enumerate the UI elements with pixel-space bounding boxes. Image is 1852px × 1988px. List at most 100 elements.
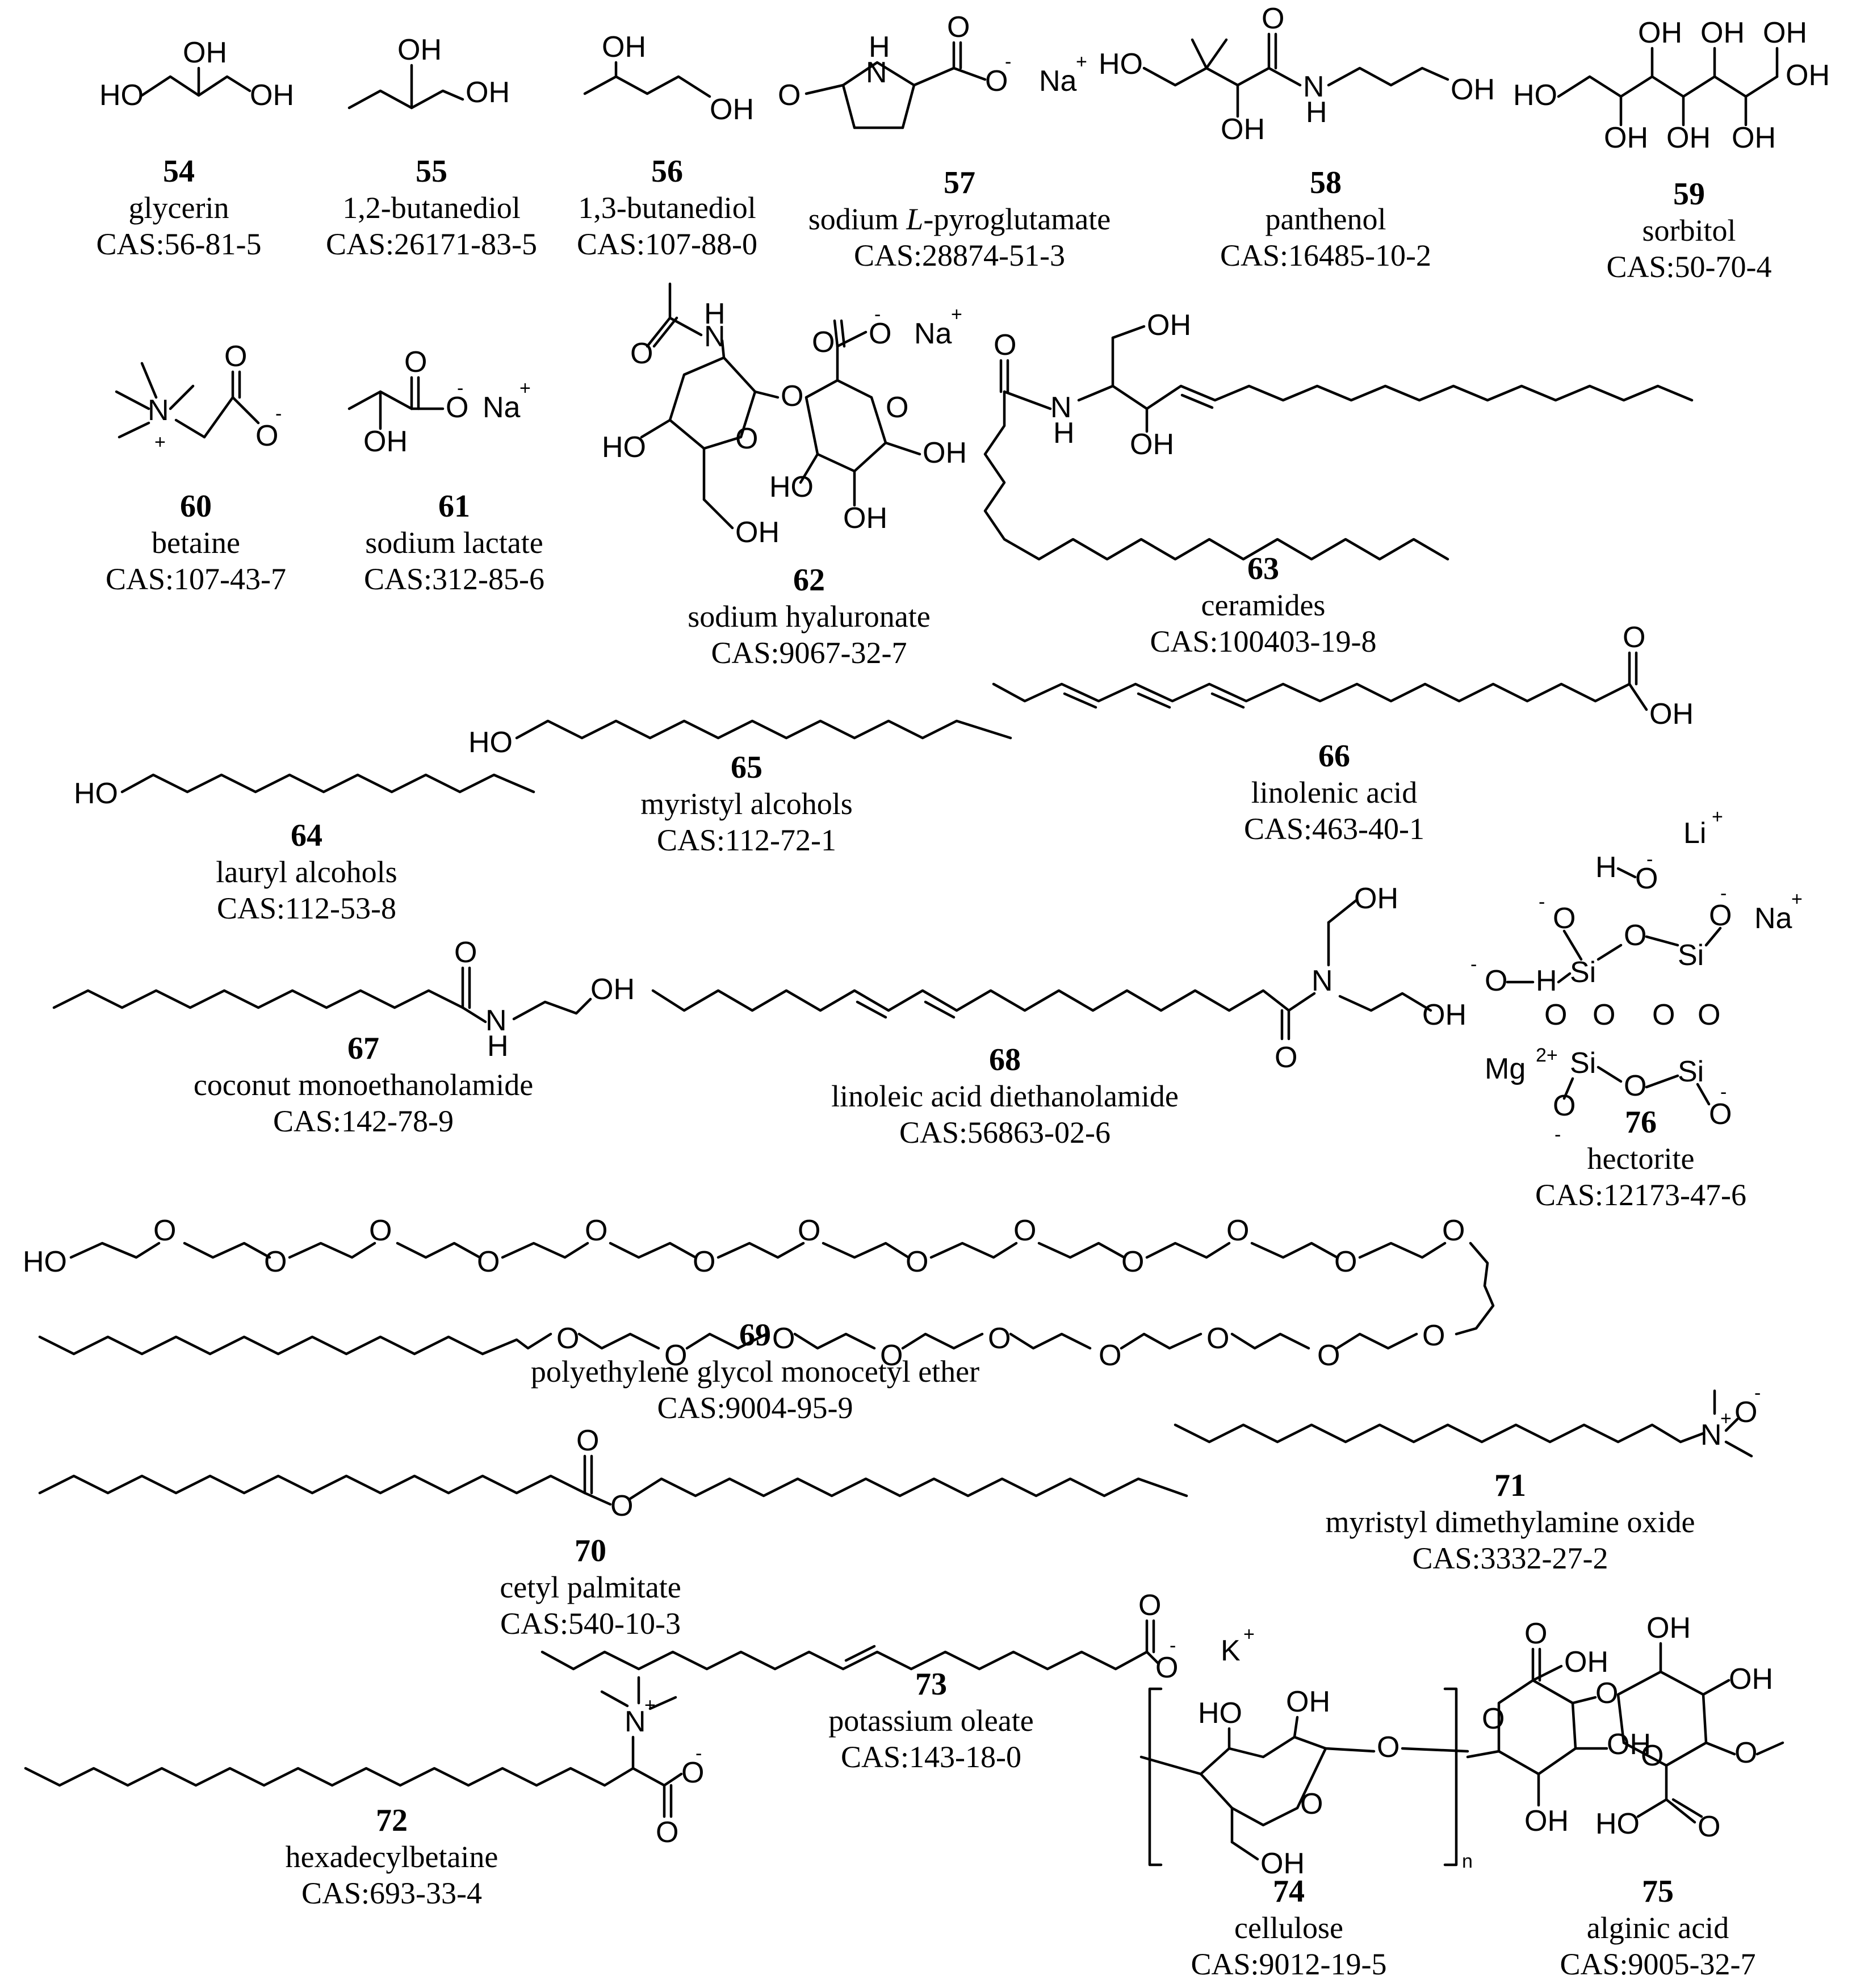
compound-cas: CAS:56863-02-6 bbox=[899, 1115, 1111, 1150]
svg-text:OH: OH bbox=[363, 425, 408, 458]
svg-text:O: O bbox=[988, 1322, 1011, 1355]
compound-cas: CAS:50-70-4 bbox=[1606, 250, 1772, 284]
svg-text:OH: OH bbox=[1451, 73, 1495, 106]
structure-59: HO OH OH OH OH OH OH OH bbox=[1513, 16, 1830, 154]
structure-76: H O - Li + - O Si O Si O - Na + - O H O … bbox=[1470, 806, 1803, 1146]
svg-text:OH: OH bbox=[1700, 16, 1745, 49]
svg-text:HO: HO bbox=[1513, 79, 1557, 112]
svg-text:O: O bbox=[1734, 1737, 1757, 1769]
compound-57: 57 sodium L-pyroglutamate CAS:28874-51-3 bbox=[808, 165, 1111, 274]
svg-text:OH: OH bbox=[466, 76, 510, 109]
svg-text:Si: Si bbox=[1570, 956, 1596, 989]
svg-text:OH: OH bbox=[1564, 1646, 1608, 1679]
svg-text:H: H bbox=[704, 297, 726, 330]
compound-name: alginic acid bbox=[1586, 1911, 1729, 1945]
svg-text:O: O bbox=[985, 65, 1008, 98]
compound-cas: CAS:107-43-7 bbox=[105, 562, 287, 596]
svg-text:OH: OH bbox=[1732, 121, 1776, 154]
svg-text:+: + bbox=[644, 1695, 656, 1716]
compound-number: 62 bbox=[793, 563, 825, 598]
compound-number: 75 bbox=[1641, 1874, 1674, 1909]
svg-text:O: O bbox=[906, 1245, 928, 1278]
compound-name: polyethylene glycol monocetyl ether bbox=[530, 1354, 980, 1389]
compound-name: linolenic acid bbox=[1251, 775, 1418, 810]
compound-74: 74 cellulose CAS:9012-19-5 bbox=[1191, 1873, 1386, 1982]
svg-text:O: O bbox=[1155, 1651, 1178, 1684]
compound-58: 58 panthenol CAS:16485-10-2 bbox=[1220, 165, 1431, 274]
structure-64: HO bbox=[74, 773, 535, 810]
svg-text:O: O bbox=[1623, 621, 1645, 654]
structure-67: O N H OH bbox=[52, 936, 635, 1063]
svg-text:O: O bbox=[778, 79, 801, 112]
structure-70: O O bbox=[38, 1424, 1188, 1523]
svg-text:O: O bbox=[1593, 999, 1615, 1031]
compound-68: 68 linoleic acid diethanolamide CAS:5686… bbox=[831, 1042, 1179, 1151]
svg-text:Na: Na bbox=[914, 317, 952, 350]
svg-text:N: N bbox=[866, 56, 887, 89]
svg-text:N: N bbox=[625, 1705, 646, 1738]
svg-text:O: O bbox=[1709, 1098, 1732, 1131]
svg-text:+: + bbox=[1712, 806, 1723, 828]
svg-text:-: - bbox=[1754, 1382, 1761, 1404]
compound-cas: CAS:9067-32-7 bbox=[711, 636, 907, 670]
compound-64: 64 lauryl alcohols CAS:112-53-8 bbox=[216, 817, 397, 926]
svg-text:+: + bbox=[1243, 1624, 1255, 1645]
svg-text:H: H bbox=[487, 1030, 509, 1063]
compound-name: myristyl alcohols bbox=[640, 787, 853, 821]
compound-60: 60 betaine CAS:107-43-7 bbox=[106, 488, 286, 597]
svg-text:O: O bbox=[1698, 1810, 1720, 1843]
compound-number: 69 bbox=[739, 1318, 771, 1353]
svg-text:-: - bbox=[1554, 1124, 1561, 1146]
compound-name: hexadecylbetaine bbox=[285, 1840, 498, 1874]
compound-name: coconut monoethanolamide bbox=[193, 1068, 534, 1102]
svg-text:H: H bbox=[1306, 96, 1327, 129]
svg-text:HO: HO bbox=[99, 79, 144, 112]
svg-text:O: O bbox=[1334, 1245, 1357, 1278]
svg-text:OH: OH bbox=[590, 973, 635, 1006]
svg-text:OH: OH bbox=[843, 502, 887, 535]
svg-text:K: K bbox=[1221, 1634, 1241, 1667]
compound-name: sodium hyaluronate bbox=[688, 599, 931, 634]
svg-text:O: O bbox=[369, 1214, 392, 1247]
compound-name: potassium oleate bbox=[828, 1704, 1034, 1738]
compound-cas: CAS:56-81-5 bbox=[96, 227, 262, 261]
compound-54: 54 glycerin CAS:56-81-5 bbox=[96, 153, 261, 262]
svg-text:HO: HO bbox=[602, 431, 646, 464]
svg-text:OH: OH bbox=[1286, 1685, 1330, 1718]
structure-73: O O - K + bbox=[540, 1589, 1255, 1684]
svg-text:O: O bbox=[585, 1214, 607, 1247]
structure-62: O N H HO OH O O O O O - Na + HO bbox=[602, 282, 967, 549]
compound-cas: CAS:540-10-3 bbox=[500, 1607, 681, 1641]
compound-63: 63 ceramides CAS:100403-19-8 bbox=[1150, 551, 1376, 660]
svg-text:O: O bbox=[1544, 999, 1567, 1031]
compound-cas: CAS:142-78-9 bbox=[273, 1104, 454, 1138]
compound-name: 1,2-butanediol bbox=[342, 191, 521, 225]
structure-66: O OH bbox=[992, 621, 1694, 731]
svg-text:OH: OH bbox=[735, 516, 780, 549]
structure-55: OH OH bbox=[347, 33, 510, 110]
compound-number: 66 bbox=[1318, 739, 1350, 774]
svg-text:OH: OH bbox=[923, 437, 967, 469]
svg-text:+: + bbox=[1076, 51, 1087, 73]
compound-59: 59 sorbitol CAS:50-70-4 bbox=[1606, 176, 1771, 285]
svg-text:OH: OH bbox=[1729, 1663, 1773, 1696]
svg-text:+: + bbox=[154, 431, 166, 453]
svg-text:OH: OH bbox=[1604, 121, 1648, 154]
svg-text:OH: OH bbox=[710, 93, 754, 126]
svg-text:O: O bbox=[1553, 902, 1576, 935]
svg-text:O: O bbox=[1226, 1214, 1249, 1247]
compound-number: 57 bbox=[944, 165, 975, 200]
svg-text:Si: Si bbox=[1678, 1055, 1704, 1088]
compound-70: 70 cetyl palmitate CAS:540-10-3 bbox=[500, 1533, 681, 1642]
svg-text:OH: OH bbox=[1221, 113, 1265, 146]
compound-cas: CAS:3332-27-2 bbox=[1412, 1541, 1608, 1575]
svg-text:OH: OH bbox=[397, 33, 442, 66]
svg-text:O: O bbox=[1206, 1322, 1229, 1355]
svg-text:N: N bbox=[1312, 964, 1333, 997]
svg-text:-: - bbox=[457, 378, 463, 399]
compound-name: sodium L-pyroglutamate bbox=[808, 202, 1111, 236]
compound-number: 73 bbox=[915, 1667, 947, 1702]
svg-text:O: O bbox=[1635, 862, 1658, 895]
compound-number: 68 bbox=[989, 1042, 1021, 1077]
